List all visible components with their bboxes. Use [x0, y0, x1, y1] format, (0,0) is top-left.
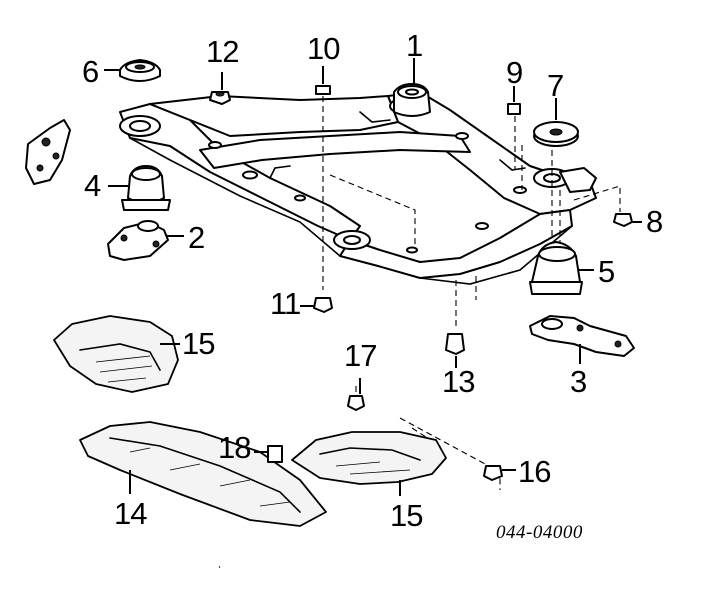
part-15-cover-right	[291, 431, 447, 496]
part-1-mount	[393, 58, 431, 117]
part-14-undercover	[79, 421, 327, 527]
part-13-bolt	[445, 333, 465, 368]
part-11-nut	[300, 297, 333, 313]
callout-8: 8	[646, 204, 663, 239]
callout-3: 3	[570, 364, 587, 399]
callout-16: 16	[518, 454, 551, 489]
part-12-nut	[209, 72, 231, 105]
crossmember-frame	[119, 91, 597, 285]
callout-5: 5	[598, 254, 615, 289]
part-10-bolt	[315, 66, 331, 95]
part-2-mount	[107, 220, 184, 261]
callout-9: 9	[506, 55, 523, 90]
part-15-cover-left	[53, 315, 180, 393]
stray-mark	[218, 565, 221, 569]
callout-7: 7	[547, 68, 564, 103]
part-6-cushion	[104, 59, 161, 82]
callout-15-upper: 15	[182, 326, 215, 361]
callout-17: 17	[344, 338, 377, 373]
part-18-bolt	[254, 445, 283, 463]
part-16-clip	[483, 465, 516, 481]
part-5-bushing	[529, 241, 594, 295]
callout-4: 4	[84, 168, 101, 203]
callout-14: 14	[114, 496, 147, 531]
diagram-code: 044-04000	[496, 522, 583, 543]
callout-13: 13	[442, 364, 475, 399]
part-4-bushing	[108, 165, 171, 211]
part-7-washer	[533, 98, 579, 147]
part-8-nut	[613, 213, 642, 227]
callout-1: 1	[406, 28, 423, 63]
callout-12: 12	[206, 34, 239, 69]
callout-2: 2	[188, 220, 205, 255]
callout-6: 6	[82, 54, 99, 89]
callout-18: 18	[218, 430, 251, 465]
callout-10: 10	[307, 31, 340, 66]
callout-11: 11	[270, 286, 301, 321]
part-9-bolt	[507, 86, 521, 115]
part-17-clip	[347, 378, 365, 411]
part-3-mount-arm	[529, 315, 635, 364]
bracket-plate	[25, 119, 71, 185]
callout-15-lower: 15	[390, 498, 423, 533]
